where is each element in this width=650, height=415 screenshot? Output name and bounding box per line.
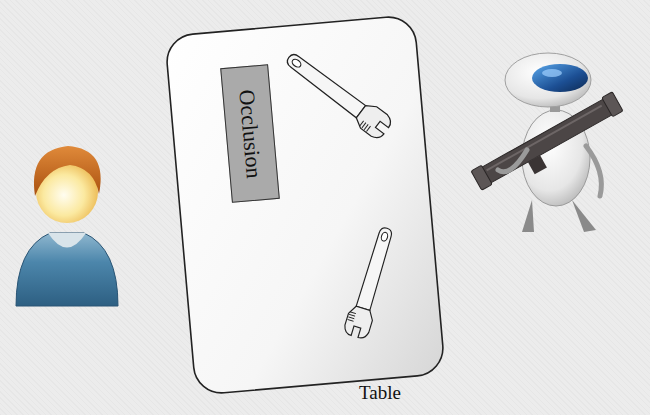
human-icon [16,146,118,306]
robot-icon [471,53,629,232]
wrench [281,47,395,142]
table-label: Table [359,383,401,404]
table: Table Occlusion [150,5,460,415]
table-outline [150,5,460,415]
occlusion-label: Occlusion [234,88,266,179]
wrench [343,225,399,340]
